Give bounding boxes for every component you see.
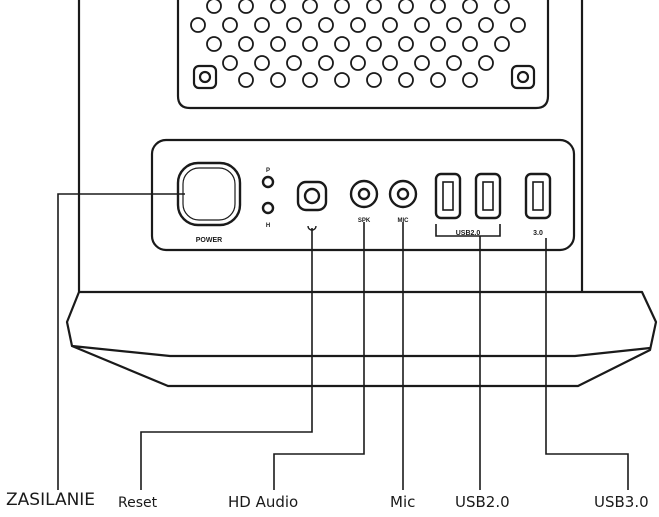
vent-hole bbox=[462, 36, 478, 52]
leader-power bbox=[57, 193, 185, 490]
vent-hole bbox=[414, 55, 430, 71]
mic-text: MIC bbox=[398, 218, 410, 224]
vent-hole bbox=[366, 0, 382, 14]
vent-hole bbox=[318, 17, 334, 33]
vent-hole bbox=[398, 0, 414, 14]
vent-hole bbox=[494, 0, 510, 14]
reset-button[interactable] bbox=[296, 180, 328, 212]
vent-hole bbox=[430, 0, 446, 14]
vent-hole bbox=[206, 36, 222, 52]
usb2-port-1-tongue bbox=[442, 181, 454, 211]
led-h-text: H bbox=[266, 223, 270, 229]
vent-hole bbox=[222, 55, 238, 71]
leader-usb3 bbox=[545, 238, 629, 490]
vent-hole bbox=[334, 36, 350, 52]
vent-hole bbox=[334, 0, 350, 14]
vent-hole bbox=[430, 36, 446, 52]
label-usb3: USB3.0 bbox=[594, 493, 649, 511]
vent-hole bbox=[398, 72, 414, 88]
power-text: POWER bbox=[196, 237, 222, 244]
vent-hole bbox=[382, 55, 398, 71]
vent-hole bbox=[510, 17, 526, 33]
vent-hole bbox=[254, 55, 270, 71]
label-usb2: USB2.0 bbox=[455, 493, 510, 511]
label-zasilanie: ZASILANIE bbox=[6, 490, 96, 510]
screw-left bbox=[192, 64, 218, 90]
usb3-port bbox=[524, 172, 552, 220]
label-mic: Mic bbox=[390, 493, 416, 511]
vent-screws bbox=[192, 64, 536, 90]
io-panel bbox=[150, 138, 576, 252]
usb2-port-2-tongue bbox=[482, 181, 494, 211]
vent-hole bbox=[190, 17, 206, 33]
vent-grill-frame bbox=[176, 0, 550, 110]
led-h bbox=[261, 201, 275, 215]
vent-hole bbox=[222, 17, 238, 33]
vent-hole bbox=[270, 0, 286, 14]
usb3-text: 3.0 bbox=[533, 230, 543, 237]
usb2-group-bracket bbox=[435, 224, 501, 237]
mic-jack-inner bbox=[396, 187, 410, 201]
led-p bbox=[261, 175, 275, 189]
vent-hole bbox=[238, 36, 254, 52]
vent-hole bbox=[270, 36, 286, 52]
power-button-inner bbox=[182, 167, 236, 221]
vent-hole bbox=[286, 55, 302, 71]
spk-jack-inner bbox=[357, 187, 371, 201]
led-p-text: P bbox=[266, 168, 270, 174]
vent-hole bbox=[446, 17, 462, 33]
vent-hole bbox=[398, 36, 414, 52]
vent-hole bbox=[494, 36, 510, 52]
vent-hole bbox=[302, 72, 318, 88]
vent-hole bbox=[334, 72, 350, 88]
leader-hd-audio bbox=[273, 222, 365, 490]
usb2-group-text: USB2.0 bbox=[456, 230, 481, 237]
screw-right-hole bbox=[516, 70, 530, 84]
vent-hole bbox=[414, 17, 430, 33]
vent-hole bbox=[382, 17, 398, 33]
vent-hole bbox=[318, 55, 334, 71]
screw-left-hole bbox=[198, 70, 212, 84]
vent-hole bbox=[302, 36, 318, 52]
case-outline bbox=[65, 0, 658, 388]
usb2-port-2 bbox=[474, 172, 502, 220]
leader-reset bbox=[140, 228, 313, 490]
vent-hole bbox=[462, 72, 478, 88]
vent-hole bbox=[302, 0, 318, 14]
vent-hole bbox=[350, 17, 366, 33]
vent-hole bbox=[446, 55, 462, 71]
vent-hole bbox=[238, 0, 254, 14]
vent-hole bbox=[366, 72, 382, 88]
vent-hole bbox=[462, 0, 478, 14]
spk-text: SPK bbox=[358, 218, 371, 224]
spk-jack bbox=[349, 179, 379, 209]
vent-hole bbox=[478, 55, 494, 71]
usb3-port-tongue bbox=[532, 181, 544, 211]
vent-hole bbox=[430, 72, 446, 88]
label-reset: Reset bbox=[118, 495, 158, 511]
reset-button-core bbox=[303, 187, 321, 205]
vent-hole bbox=[254, 17, 270, 33]
mic-jack bbox=[388, 179, 418, 209]
vent-hole bbox=[478, 17, 494, 33]
screw-right bbox=[510, 64, 536, 90]
vent-hole bbox=[366, 36, 382, 52]
vent-hole bbox=[270, 72, 286, 88]
vent-holes bbox=[190, 0, 526, 88]
vent-hole bbox=[350, 55, 366, 71]
vent-hole bbox=[286, 17, 302, 33]
usb2-port-1 bbox=[434, 172, 462, 220]
label-hd-audio: HD Audio bbox=[228, 493, 299, 511]
vent-hole bbox=[238, 72, 254, 88]
vent-hole bbox=[206, 0, 222, 14]
